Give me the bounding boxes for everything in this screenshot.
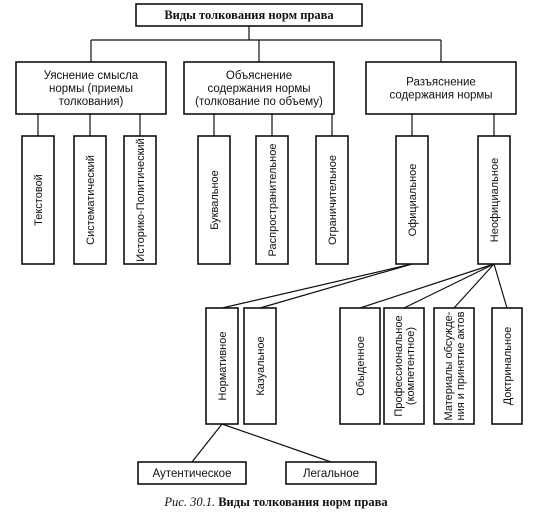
scope-node-буквальное: Буквальное: [197, 135, 231, 265]
unofficial-node-материалы-обсужде-box: [433, 307, 475, 425]
official-node-казуальное-box: [243, 307, 277, 425]
official-connector: [259, 263, 413, 309]
method-node-текстовой-label: Текстовой: [33, 174, 45, 226]
scope-node-распространительное-box: [255, 135, 289, 265]
level1-node-1-label: нормы (приемы: [49, 83, 133, 95]
scope-node-буквальное-box: [197, 135, 231, 265]
scope-node-ограничительное-label: Ограничительное: [327, 155, 339, 245]
clarification-node-неофициальное-box: [477, 135, 511, 265]
normative-connector: [221, 423, 332, 463]
normative-node-легальное-label: Легальное: [303, 468, 359, 480]
unofficial-node-обыденное-label: Обыденное: [355, 336, 367, 396]
level1-node-3-label: содержания нормы: [389, 90, 492, 102]
figure-caption: Рис. 30.1. Виды толкования норм права: [0, 495, 552, 510]
method-node-систематический: Систематический: [73, 135, 107, 265]
root-node-label: Виды толкования норм права: [164, 8, 334, 22]
unofficial-node-профессиональное: Профессиональное(компетентное): [383, 307, 425, 425]
level1-node-3-label: Разъяснение: [406, 77, 476, 89]
level1-node-2-label: содержания нормы: [207, 83, 310, 95]
figure-caption-title: Виды толкования норм права: [218, 495, 388, 509]
official-connector: [221, 263, 413, 309]
unofficial-node-доктринальное-label: Доктринальное: [502, 327, 514, 406]
method-node-текстовой-box: [21, 135, 55, 265]
unofficial-node-материалы-обсужде-label: Материалы обсужде-: [443, 311, 455, 420]
unofficial-node-профессиональное-label: (компетентное): [405, 327, 417, 405]
level1-node-3-box: [365, 61, 517, 115]
method-node-историко-политический-label: Историко-Политический: [135, 138, 147, 261]
scope-node-распространительное-label: Распространительное: [267, 144, 279, 257]
official-node-нормативное-label: Нормативное: [217, 332, 229, 401]
method-node-систематический-box: [73, 135, 107, 265]
method-node-историко-политический: Историко-Политический: [123, 135, 157, 265]
unofficial-node-доктринальное: Доктринальное: [491, 307, 523, 425]
method-node-историко-политический-box: [123, 135, 157, 265]
normative-node-аутентическое-label: Аутентическое: [153, 468, 232, 480]
root-node: Виды толкования норм права: [135, 3, 363, 27]
scope-node-ограничительное: Ограничительное: [315, 135, 349, 265]
unofficial-node-профессиональное-label: Профессиональное: [393, 315, 405, 416]
normative-connector: [191, 423, 223, 463]
clarification-node-неофициальное-label: Неофициальное: [489, 158, 501, 242]
clarification-node-официальное: Официальное: [395, 135, 429, 265]
unofficial-connector: [403, 263, 495, 309]
unofficial-node-доктринальное-box: [491, 307, 523, 425]
official-node-нормативное-box: [205, 307, 239, 425]
clarification-node-неофициальное: Неофициальное: [477, 135, 511, 265]
unofficial-connector: [493, 263, 508, 309]
scope-node-распространительное: Распространительное: [255, 135, 289, 265]
level1-node-2-label: (толкование по объему): [195, 96, 323, 108]
official-node-нормативное: Нормативное: [205, 307, 239, 425]
scope-node-ограничительное-box: [315, 135, 349, 265]
clarification-node-официальное-label: Официальное: [407, 164, 419, 237]
normative-node-легальное-box: [285, 461, 377, 485]
unofficial-connector: [359, 263, 495, 309]
level1-node-2-label: Объяснение: [226, 70, 292, 82]
unofficial-node-обыденное: Обыденное: [339, 307, 381, 425]
normative-node-аутентическое: Аутентическое: [137, 461, 247, 485]
normative-node-аутентическое-box: [137, 461, 247, 485]
level1-node-1-box: [15, 61, 167, 115]
clarification-node-официальное-box: [395, 135, 429, 265]
level1-node-1-label: Уяснение смысла: [44, 70, 139, 82]
unofficial-node-обыденное-box: [339, 307, 381, 425]
unofficial-connector: [453, 263, 495, 309]
method-node-систематический-label: Систематический: [85, 155, 97, 245]
normative-node-легальное: Легальное: [285, 461, 377, 485]
official-node-казуальное-label: Казуальное: [255, 336, 267, 395]
method-node-текстовой: Текстовой: [21, 135, 55, 265]
connector-lines: [37, 26, 508, 463]
figure-number: Рис. 30.1.: [164, 495, 216, 509]
level1-node-2-box: [183, 61, 335, 115]
unofficial-node-профессиональное-box: [383, 307, 425, 425]
official-node-казуальное: Казуальное: [243, 307, 277, 425]
level1-node-1-label: толкования): [59, 96, 124, 108]
scope-node-буквальное-label: Буквальное: [209, 170, 221, 230]
root-node-box: [135, 3, 363, 27]
unofficial-node-материалы-обсужде-label: ния и принятие актов: [455, 311, 467, 420]
unofficial-node-материалы-обсужде: Материалы обсужде-ния и принятие актов: [433, 307, 475, 425]
